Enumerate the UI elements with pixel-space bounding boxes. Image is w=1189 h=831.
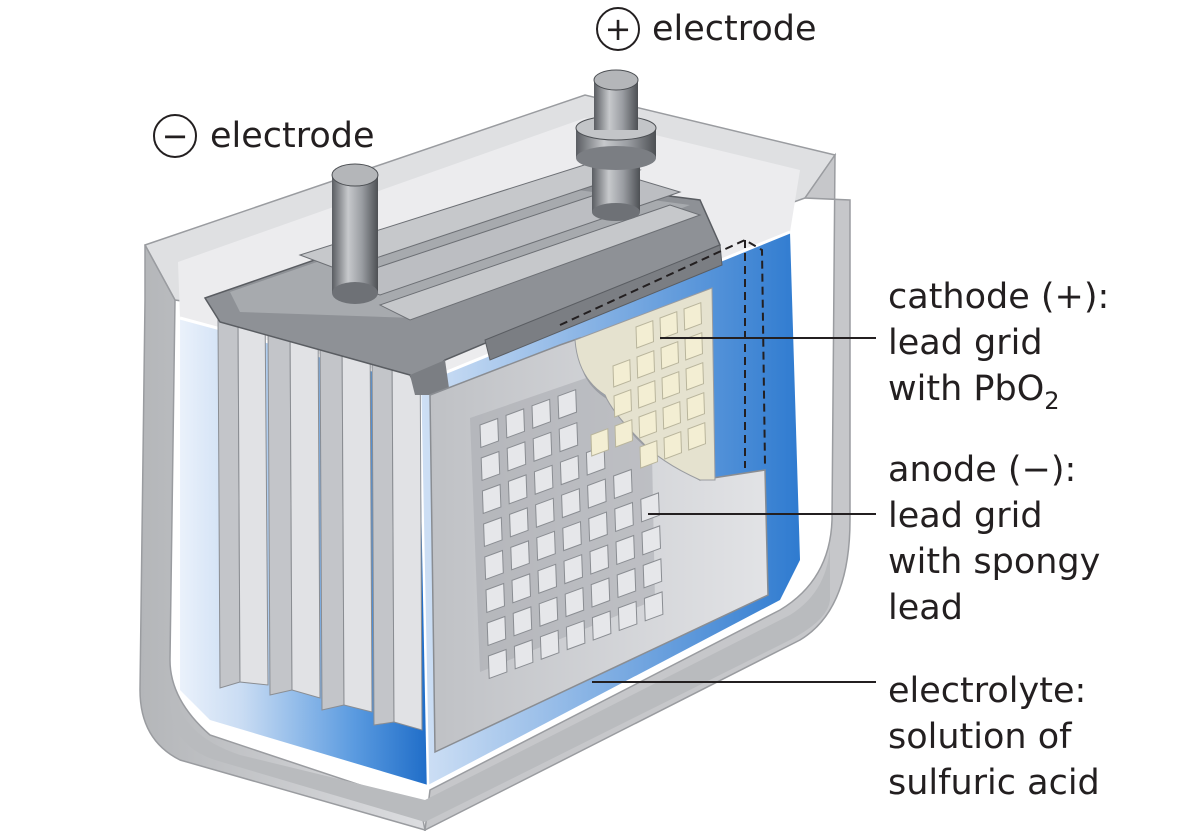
grid-cell (483, 516, 503, 548)
cathode-line-1: cathode (+): (888, 277, 1109, 317)
grid-cell (590, 427, 610, 457)
grid-cell (614, 501, 634, 533)
anode-callout: anode (−): lead grid with spongy lead (888, 450, 1100, 628)
grid-cell (642, 558, 663, 589)
grid-cell (686, 391, 706, 421)
grid-cell (486, 615, 507, 647)
cathode-line-2: lead grid (888, 323, 1043, 363)
grid-cell (637, 379, 657, 409)
electrolyte-line-2: solution of (888, 717, 1072, 757)
grid-cell (683, 301, 703, 331)
grid-cell (538, 596, 559, 627)
cathode-lead-grid (590, 301, 707, 469)
grid-cell (663, 430, 683, 460)
grid-cell (614, 418, 634, 448)
minus-symbol: − (162, 117, 189, 155)
negative-electrode-label: − electrode (153, 114, 375, 158)
electrolyte-line-1: electrolyte: (888, 671, 1086, 711)
grid-cell (685, 361, 705, 391)
grid-cell (590, 577, 611, 608)
grid-cell (661, 370, 681, 400)
grid-cell (565, 619, 586, 651)
anode-line-3: with spongy (888, 542, 1100, 582)
grid-cell (643, 591, 664, 622)
grid-cell (539, 629, 560, 660)
grid-cell (487, 648, 508, 680)
grid-cell (481, 483, 502, 515)
anode-lead-grid (479, 388, 664, 680)
grid-cell (613, 388, 633, 418)
grid-cell (591, 610, 612, 641)
grid-cell (507, 474, 528, 505)
grid-cell (535, 497, 555, 528)
grid-cell (479, 417, 500, 449)
grid-cell (559, 454, 580, 486)
grid-cell (660, 340, 680, 370)
grid-cell (511, 573, 532, 604)
electrolyte-callout: electrolyte: solution of sulfuric acid (888, 671, 1100, 803)
grid-cell (612, 358, 632, 388)
grid-cell (641, 525, 662, 556)
grid-cell (536, 530, 556, 561)
grid-cell (684, 331, 704, 361)
grid-cell (588, 511, 608, 542)
stacked-plates (217, 304, 423, 731)
cathode-hidden-outline (559, 238, 766, 468)
cathode-line-3: with PbO2 (888, 369, 1060, 415)
grid-cell (564, 586, 585, 618)
grid-cell (638, 409, 658, 439)
grid-cell (505, 408, 526, 439)
grid-cell (563, 553, 584, 585)
plus-symbol-circle (596, 7, 640, 51)
grid-cell (512, 606, 533, 637)
grid-cell (616, 567, 637, 599)
electrolyte-line-3: sulfuric acid (888, 763, 1100, 803)
grid-cell (510, 540, 530, 571)
positive-electrode-text: electrode (652, 9, 817, 49)
anode-line-1: anode (−): (888, 450, 1076, 490)
grid-cell (617, 600, 638, 632)
negative-terminal-post (331, 163, 379, 304)
grid-cell (662, 400, 682, 430)
grid-cell (558, 421, 579, 453)
grid-cell (639, 439, 659, 469)
negative-electrode-text: electrode (210, 116, 375, 156)
grid-cell (636, 349, 656, 379)
grid-cell (587, 478, 607, 509)
cathode-callout: cathode (+): lead grid with PbO2 (888, 277, 1109, 415)
subscript-2: 2 (1044, 387, 1059, 415)
anode-line-2: lead grid (888, 496, 1043, 536)
grid-cell (480, 450, 501, 482)
grid-cell (613, 468, 633, 500)
grid-cell (537, 563, 558, 594)
grid-cell (533, 464, 554, 495)
grid-cell (506, 441, 527, 472)
grid-cell (635, 319, 655, 349)
grid-cell (513, 639, 534, 670)
anode-line-4: lead (888, 588, 963, 628)
grid-cell (659, 310, 679, 340)
grid-cell (589, 544, 610, 575)
plus-symbol: + (605, 10, 632, 48)
grid-cell (531, 398, 552, 429)
grid-cell (562, 520, 582, 552)
grid-cell (509, 507, 529, 538)
grid-cell (687, 421, 707, 451)
grid-cell (484, 549, 504, 581)
grid-cell (532, 431, 553, 462)
positive-electrode-label: + electrode (596, 7, 817, 51)
grid-cell (615, 534, 636, 566)
grid-cell (561, 487, 581, 519)
positive-terminal-post (575, 69, 657, 221)
grid-cell (485, 582, 506, 614)
grid-cell (557, 388, 578, 420)
minus-symbol-circle (153, 114, 197, 158)
